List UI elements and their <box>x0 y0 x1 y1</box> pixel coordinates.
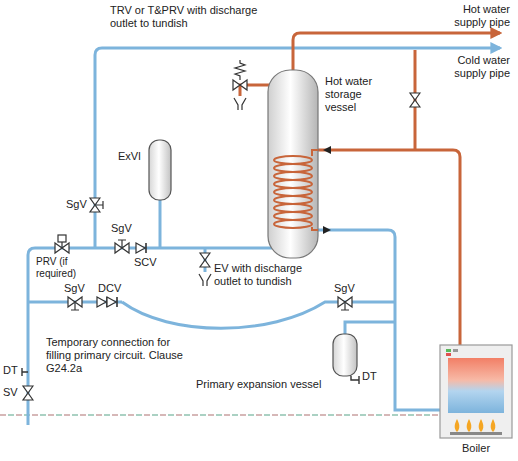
vessel-label: Hot water storage vessel <box>325 75 380 114</box>
servicing-valve <box>115 240 129 253</box>
single-check-valve <box>136 243 146 253</box>
tundish <box>234 98 246 110</box>
storage-cylinder <box>268 70 318 258</box>
flame <box>455 419 460 432</box>
primary-flow-pipe <box>318 150 460 345</box>
servicing-valve <box>68 297 82 310</box>
valve-label: DT <box>3 364 18 377</box>
vent-valve <box>410 93 420 107</box>
valve-label: SgV <box>66 198 87 211</box>
coil-turn <box>274 172 312 180</box>
double-check-valve <box>107 297 117 307</box>
heating-coil <box>274 150 318 230</box>
cold-main-pipe <box>28 248 272 425</box>
pipe-label: Cold water supply pipe <box>440 54 510 80</box>
expansion-valve <box>200 253 210 267</box>
callout-label: TRV or T&PRV with discharge outlet to tu… <box>110 4 275 30</box>
hot-pipework <box>240 33 500 345</box>
valve-label: SCV <box>134 256 157 269</box>
servicing-valve <box>90 198 103 212</box>
pressure-reducing-valve <box>55 235 69 253</box>
ground-line <box>8 414 438 416</box>
valve-label: PRV (if required) <box>36 256 98 280</box>
valve-label: DCV <box>98 282 121 295</box>
flame <box>491 419 496 432</box>
valve-label: SgV <box>334 282 355 295</box>
tundish <box>199 274 211 286</box>
primary-expansion-vessel <box>333 334 357 376</box>
boiler-indicator <box>446 349 451 352</box>
flow-arrow <box>323 226 331 234</box>
double-check-valve <box>97 297 107 307</box>
boiler-indicator <box>446 353 451 356</box>
vessel-label: Primary expansion vessel <box>196 378 321 391</box>
valve-body <box>55 243 69 253</box>
ground-line <box>0 414 438 416</box>
boiler-casing <box>440 345 512 438</box>
primary-return-pipe <box>318 230 440 410</box>
servicing-valve <box>338 297 352 310</box>
coil-turn <box>274 180 312 188</box>
filling-hose <box>122 302 395 328</box>
boiler-indicator <box>453 349 458 352</box>
note-label: Temporary connection for filling primary… <box>46 336 191 375</box>
boiler-label: Boiler <box>446 442 506 455</box>
valve-label: SV <box>3 386 18 399</box>
coil-turn <box>274 204 312 212</box>
boiler-heat-exchanger <box>448 358 504 413</box>
expansion-pipe <box>159 200 162 248</box>
coil-turn <box>274 220 312 228</box>
callout-label: EV with discharge outlet to tundish <box>214 262 314 288</box>
valve-spring <box>235 60 245 80</box>
coil-inlet <box>312 150 318 156</box>
flow-arrow <box>323 146 331 154</box>
coil-turn <box>274 196 312 204</box>
valve-label: SgV <box>64 282 85 295</box>
hot-supply-pipe <box>293 33 500 72</box>
valve-head <box>58 235 66 242</box>
coil-outlet <box>312 227 318 230</box>
coil-turn <box>274 156 312 164</box>
expansion-vessel <box>149 140 171 200</box>
valve-stem <box>61 242 62 247</box>
burner-bar <box>450 432 502 435</box>
relief-valve <box>233 80 247 90</box>
valve-label: DT <box>362 370 377 383</box>
flame <box>479 419 484 432</box>
coil-turn <box>274 188 312 196</box>
flame <box>467 419 472 432</box>
coil-turn <box>274 212 312 220</box>
primary-vessel-pipe <box>345 322 395 334</box>
coil-turn <box>274 164 312 172</box>
valve-label: SgV <box>111 222 132 235</box>
boiler <box>440 345 512 438</box>
vessel-label: ExVl <box>118 150 141 163</box>
drain-tap <box>351 376 359 384</box>
stop-valve <box>23 386 33 400</box>
pipe-label: Hot water supply pipe <box>440 3 510 29</box>
drain-tap <box>22 368 28 376</box>
cold-pipework <box>28 48 500 425</box>
